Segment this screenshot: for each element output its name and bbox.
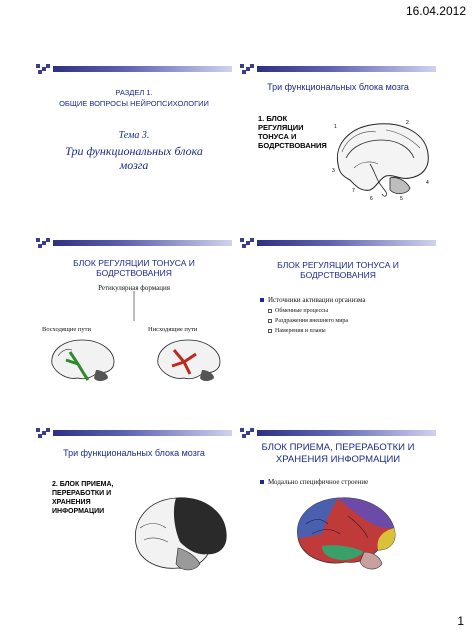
slide-subtitle: Ретикулярная формация (98, 284, 170, 292)
list-item: Источники активации организма (260, 296, 366, 304)
slide-1: РАЗДЕЛ 1. ОБЩИЕ ВОПРОСЫ НЕЙРОПСИХОЛОГИИ … (36, 64, 232, 212)
connector-lines (133, 291, 135, 321)
bullet-list: Модально специфичное строение (260, 478, 368, 490)
section-label: РАЗДЕЛ 1. (115, 88, 153, 97)
list-item: Обменные процессы (268, 308, 366, 314)
slide-3: БЛОК РЕГУЛЯЦИИ ТОНУСА И БОДРСТВОВАНИЯ Ре… (36, 238, 232, 386)
ascending-pathways-label: Восходящие пути (42, 326, 91, 333)
figure-number: 2 (406, 120, 409, 126)
slide-header-bar (36, 64, 232, 74)
slide-6: БЛОК ПРИЕМА, ПЕРЕРАБОТКИ И ХРАНЕНИЯ ИНФО… (240, 428, 436, 576)
brain-ascending-illustration (51, 339, 115, 381)
figure-number: 6 (370, 196, 373, 202)
slide-title: БЛОК ПРИЕМА, ПЕРЕРАБОТКИ И ХРАНЕНИЯ ИНФО… (261, 442, 415, 465)
section-subtitle: ОБЩИЕ ВОПРОСЫ НЕЙРОПСИХОЛОГИИ (59, 99, 209, 108)
list-item: Модально специфичное строение (260, 478, 368, 486)
block-label: 1. БЛОК РЕГУЛЯЦИИ ТОНУСА И БОДРСТВОВАНИЯ (258, 114, 327, 150)
bullet-list: Источники активации организма Обменные п… (260, 296, 366, 338)
slide-header-bar (240, 238, 436, 248)
brain-descending-illustration (157, 339, 221, 381)
slide-5: Три функциональных блока мозга 2. БЛОК П… (36, 428, 232, 576)
figure-number: 3 (332, 168, 335, 174)
slide-title: БЛОК РЕГУЛЯЦИИ ТОНУСА И БОДРСТВОВАНИЯ (277, 260, 399, 280)
brain-lateral-illustration (134, 497, 227, 571)
figure-number: 7 (352, 188, 355, 194)
print-date: 16.04.2012 (405, 4, 466, 18)
list-item: Намерения и планы (268, 328, 366, 334)
figure-number: 4 (426, 180, 429, 186)
slide-header-bar (240, 428, 436, 438)
slide-header-bar (240, 64, 436, 74)
slide-header-bar (36, 428, 232, 438)
slide-title: Три функциональных блока мозга (63, 448, 205, 458)
figure-number: 5 (400, 196, 403, 202)
brain-lobes-illustration (297, 497, 396, 570)
slide-title: БЛОК РЕГУЛЯЦИИ ТОНУСА И БОДРСТВОВАНИЯ (73, 258, 195, 278)
descending-pathways-label: Нисходящие пути (148, 326, 198, 333)
list-item: Раздражения внешнего мира (268, 318, 366, 324)
slide-4: БЛОК РЕГУЛЯЦИИ ТОНУСА И БОДРСТВОВАНИЯ Ис… (240, 238, 436, 386)
page-number: 1 (457, 614, 464, 628)
figure-number: 1 (334, 124, 337, 130)
slide-2: Три функциональных блока мозга 1. БЛОК Р… (240, 64, 436, 212)
slide-header-bar (36, 238, 232, 248)
slide-title: Три функциональных блока мозга (65, 144, 203, 172)
topic-number: Тема 3. (118, 130, 150, 141)
block-label: 2. БЛОК ПРИЕМА, ПЕРЕРАБОТКИ И ХРАНЕНИЯ И… (52, 481, 114, 515)
slide-title: Три функциональных блока мозга (267, 82, 409, 92)
brain-sagittal-illustration: 1 2 3 4 5 6 7 (332, 120, 429, 202)
